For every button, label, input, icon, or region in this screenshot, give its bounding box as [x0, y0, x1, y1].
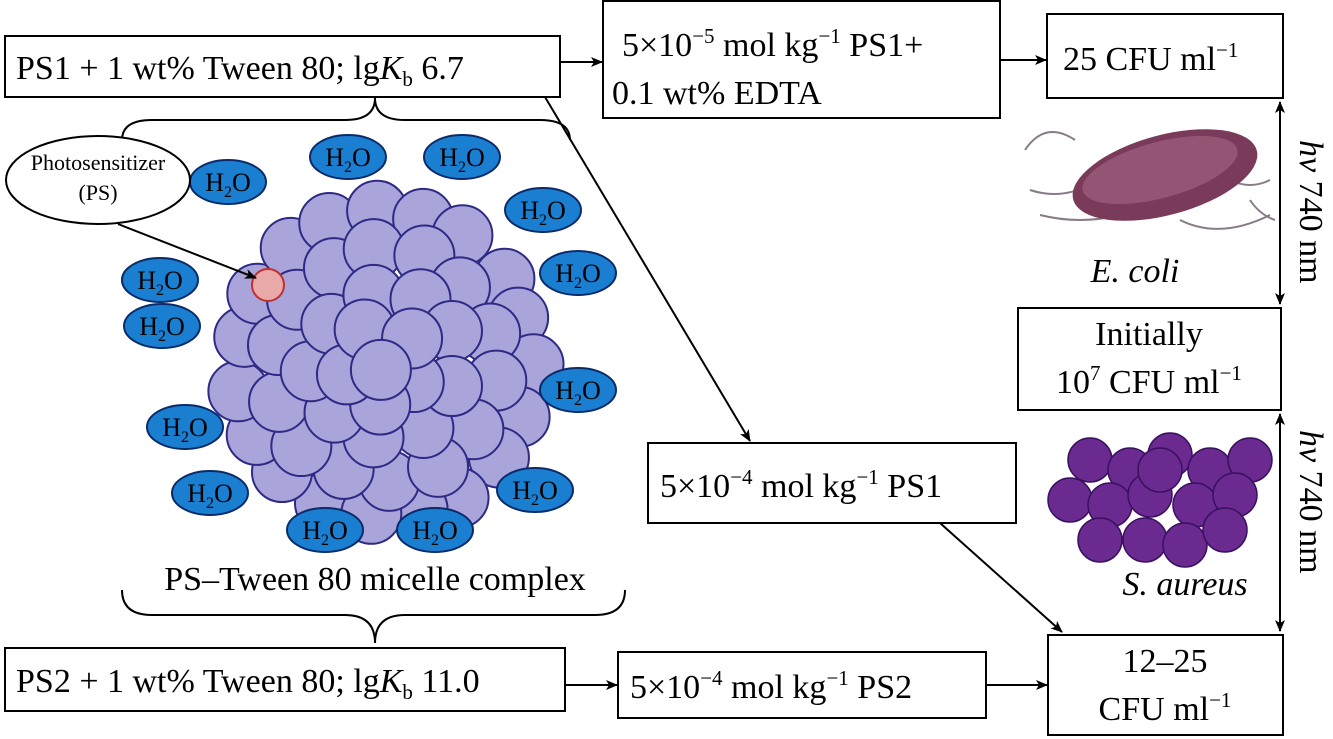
ecoli-label: E. coli: [1090, 253, 1180, 290]
ecoli-illustration: [1024, 129, 1276, 230]
top-brace: [121, 97, 571, 141]
saureus-label: S. aureus: [1122, 566, 1247, 603]
svg-text:5×10−5 mol kg−1 PS1+: 5×10−5 mol kg−1 PS1+: [622, 24, 923, 64]
light-label-top: hν 740 nm: [1292, 140, 1329, 284]
bottom-brace: [121, 589, 626, 644]
arrow-ps1mid-to-result: [939, 522, 1063, 633]
water-molecule: H2O: [171, 470, 249, 516]
light-label-bottom: hν 740 nm: [1292, 430, 1329, 574]
photosensitizer-molecule: [251, 268, 285, 302]
water-molecule: H2O: [189, 159, 267, 205]
water-molecule: H2O: [496, 467, 574, 513]
water-molecule: H2O: [123, 303, 201, 349]
svg-text:H2O: H2O: [555, 259, 601, 292]
water-molecule: H2O: [146, 404, 224, 450]
svg-text:PS1 + 1 wt% Tween 80; lgKb 6.7: PS1 + 1 wt% Tween 80; lgKb 6.7: [16, 50, 464, 91]
svg-text:CFU ml−1: CFU ml−1: [1099, 688, 1232, 728]
svg-text:H2O: H2O: [137, 266, 183, 299]
svg-text:PS2 + 1 wt% Tween 80; lgKb 11.: PS2 + 1 wt% Tween 80; lgKb 11.0: [16, 663, 480, 704]
svg-text:H2O: H2O: [205, 168, 251, 201]
svg-text:Photosensitizer: Photosensitizer: [31, 150, 166, 175]
initial-concentration-box: Initially 107 CFU ml−1: [1017, 307, 1282, 411]
saureus-illustration: [1047, 432, 1273, 568]
ps1-formulation-box: PS1 + 1 wt% Tween 80; lgKb 6.7: [4, 35, 561, 98]
svg-text:H2O: H2O: [512, 476, 558, 509]
svg-text:H2O: H2O: [162, 413, 208, 446]
water-molecule: H2O: [423, 134, 501, 180]
svg-text:0.1 wt% EDTA: 0.1 wt% EDTA: [612, 75, 822, 112]
svg-text:H2O: H2O: [555, 376, 601, 409]
svg-text:12–25: 12–25: [1123, 643, 1208, 680]
ps2-formulation-box: PS2 + 1 wt% Tween 80; lgKb 11.0: [4, 647, 566, 712]
result-top-box: 25 CFU ml−1: [1046, 13, 1284, 99]
water-molecule: H2O: [286, 507, 364, 553]
svg-text:H2O: H2O: [412, 516, 458, 549]
photosensitizer-callout: Photosensitizer (PS): [5, 135, 257, 279]
arrow-ps1-to-mid: [544, 96, 751, 442]
water-molecule: H2O: [396, 507, 474, 553]
water-molecule: H2O: [539, 367, 617, 413]
ps1-concentration-box: 5×10−4 mol kg−1 PS1: [647, 442, 1017, 524]
svg-text:Initially: Initially: [1095, 316, 1203, 353]
svg-text:5×10−4 mol kg−1 PS2: 5×10−4 mol kg−1 PS2: [630, 666, 912, 706]
svg-text:5×10−4 mol kg−1 PS1: 5×10−4 mol kg−1 PS1: [660, 465, 942, 505]
tween-sphere: [349, 338, 412, 401]
svg-text:(PS): (PS): [78, 180, 117, 205]
svg-text:H2O: H2O: [302, 516, 348, 549]
svg-text:H2O: H2O: [520, 196, 566, 229]
water-molecules: H2O H2O H2O H2O H2O H2O H2O H2O H2O H2O H2O H2O H2O: [121, 134, 617, 553]
svg-text:H2O: H2O: [439, 143, 485, 176]
water-molecule: H2O: [504, 187, 582, 233]
micelle-caption: PS–Tween 80 micelle complex: [164, 561, 586, 598]
svg-text:25 CFU ml−1: 25 CFU ml−1: [1063, 38, 1238, 78]
water-molecule: H2O: [121, 257, 199, 303]
svg-text:107 CFU ml−1: 107 CFU ml−1: [1056, 361, 1242, 401]
ps2-concentration-box: 5×10−4 mol kg−1 PS2: [617, 651, 987, 719]
svg-text:H2O: H2O: [187, 479, 233, 512]
svg-text:H2O: H2O: [139, 312, 185, 345]
water-molecule: H2O: [309, 134, 387, 180]
ps1-edta-box: 5×10−5 mol kg−1 PS1+ 0.1 wt% EDTA: [602, 0, 1001, 119]
water-molecule: H2O: [539, 250, 617, 296]
micelle-complex: [207, 179, 565, 545]
svg-text:H2O: H2O: [325, 143, 371, 176]
result-bottom-box: 12–25 CFU ml−1: [1047, 634, 1284, 736]
